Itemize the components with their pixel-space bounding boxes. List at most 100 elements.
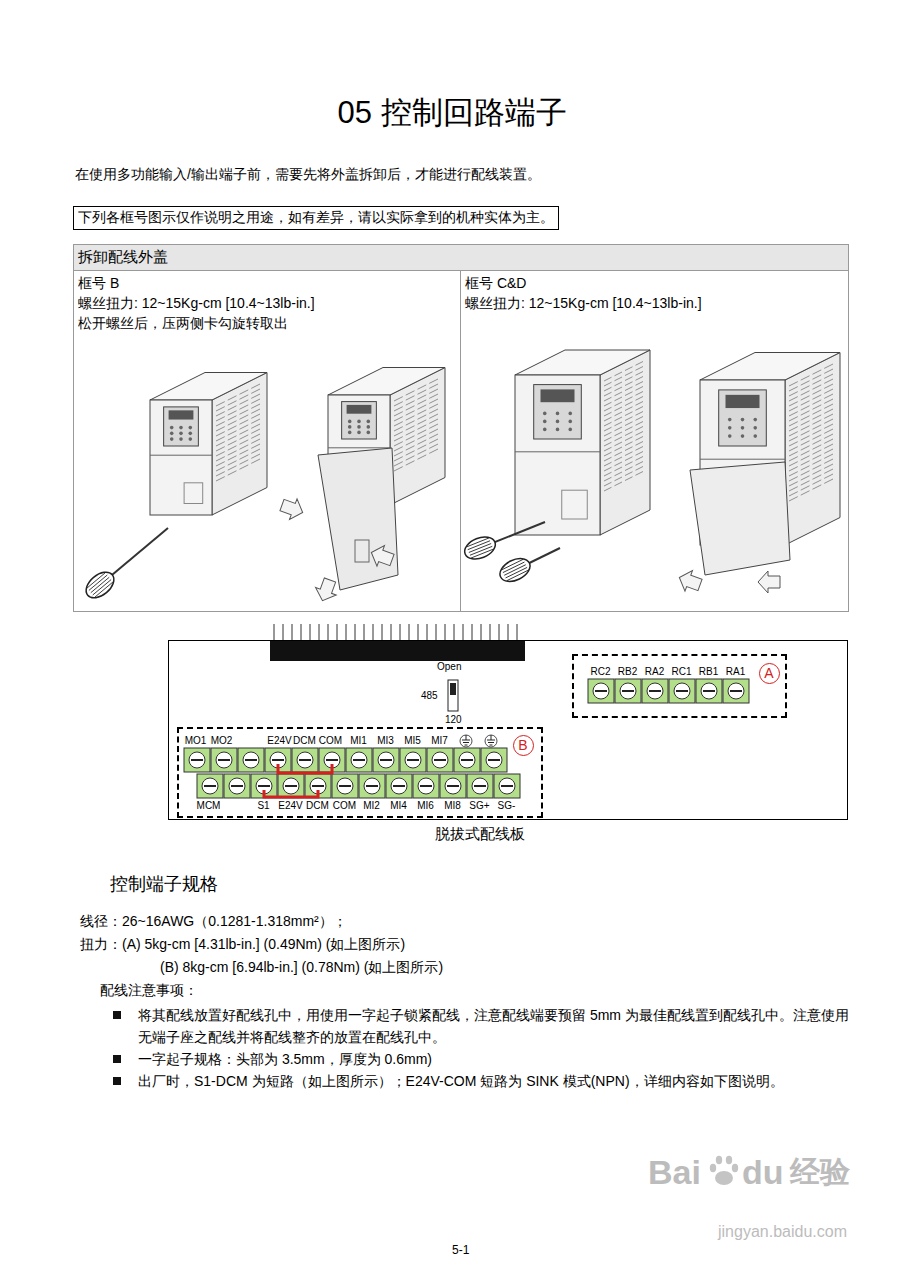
drive-illustration-part (824, 414, 833, 418)
drive-illustration-part (604, 397, 612, 401)
drive-illustration-part (348, 431, 352, 435)
drive-illustration-part (636, 417, 644, 421)
drive-illustration-part (418, 390, 427, 394)
terminal-screw-part (258, 785, 270, 787)
drive-illustration-part (615, 452, 623, 456)
drive-illustration-part (636, 362, 644, 366)
watermark-paw-part (715, 1171, 733, 1185)
drive-illustration-part (636, 407, 644, 411)
drive-illustration-part (228, 446, 237, 450)
terminal-screw-part (432, 752, 448, 768)
terminal-screw-part (189, 752, 205, 768)
drive-illustration-part (615, 462, 623, 466)
terminal-name: RB1 (699, 666, 718, 677)
cell-text: 拆卸配线外盖 (78, 248, 844, 267)
drive-illustration-part (813, 370, 822, 374)
ground-symbol-part (463, 742, 469, 743)
terminal-screw-part (447, 785, 459, 787)
terminal-screw-part (413, 774, 439, 798)
drive-illustration-part (216, 432, 225, 436)
drive-illustration-part (813, 440, 822, 444)
drive-illustration-part (801, 421, 810, 425)
terminal-screw (184, 748, 210, 772)
drive-illustration-part (604, 437, 612, 441)
drive-illustration-part (251, 389, 260, 393)
drive-illustration-part (328, 368, 445, 396)
drive-illustration-part (813, 395, 822, 399)
drive-illustration-part (813, 390, 822, 394)
drive-illustration-part (251, 399, 260, 403)
terminal-screw-part (373, 748, 399, 772)
drive-illustration-part (216, 452, 225, 456)
drive-illustration-part (394, 457, 403, 461)
cell-text: 框号 C&D (465, 273, 844, 293)
drive-illustration-part (625, 447, 633, 451)
ground-symbol-part (466, 735, 467, 740)
terminal-screw-part (243, 752, 259, 768)
drive-illustration-part (216, 442, 225, 446)
terminal-screw-part (669, 679, 695, 703)
drive-illustration-part (418, 410, 427, 414)
drive-illustration-part (604, 447, 612, 451)
drive-illustration-part (170, 432, 174, 436)
drive-illustration-part (429, 404, 438, 408)
terminal-screw-part (326, 759, 338, 761)
drive-illustration-part (824, 479, 833, 483)
board-connector-part (270, 641, 525, 661)
drive-illustration-part (216, 417, 225, 421)
terminal-screw-part (386, 774, 412, 798)
drive-illustration-part (184, 483, 203, 504)
drive-illustration-part (625, 422, 633, 426)
drive-illustration-part (418, 420, 427, 424)
drive-illustration-part (728, 434, 732, 438)
drive-illustration-part (615, 382, 623, 386)
drive-illustration-part (429, 414, 438, 418)
wiring-board: ARC2RB2RA2RC1RB1RA1BMO1MO2E24VDCMCOMMI1M… (168, 640, 848, 820)
cell-text: 框号 B (78, 273, 456, 293)
drive-illustration-part (625, 452, 633, 456)
drive-illustration-part (801, 471, 810, 475)
drive-illustration-part (625, 427, 633, 431)
drive-illustration-part (228, 456, 237, 460)
drive-illustration-part (394, 442, 403, 446)
board-caption: 脱拔式配线板 (435, 826, 525, 843)
watermark: Bai (648, 1152, 701, 1193)
drive-illustration-part (789, 467, 798, 471)
terminal-screw-part (701, 683, 717, 699)
drive-illustration-part (394, 402, 403, 406)
drive-illustration-part (179, 437, 183, 441)
drive-illustration-part (789, 427, 798, 431)
terminal-screw (224, 774, 250, 798)
drive-illustration-part (251, 414, 260, 418)
page-title: 05 控制回路端子 (337, 92, 566, 134)
drive-illustration-part (251, 424, 260, 428)
drive-illustration-part (700, 353, 840, 381)
drive-illustration-part (179, 426, 183, 430)
drive-illustration-part (604, 482, 612, 486)
drive-illustration-part (251, 429, 260, 433)
ground-symbol-part (485, 735, 497, 747)
drive-illustration-part (228, 466, 237, 470)
drive-illustration-part (789, 397, 798, 401)
drive-illustration-part (604, 377, 612, 381)
ground-symbol (485, 735, 497, 747)
drive-illustration-part (394, 422, 403, 426)
screwdriver-part (507, 570, 529, 581)
cell-text: 螺丝扭力: 12~15Kg-cm [10.4~13lb-in.] (78, 293, 456, 313)
drive-illustration-part (801, 396, 810, 400)
terminal-screw-part (407, 759, 419, 761)
motion-arrow (278, 495, 306, 523)
drive-illustration-part (789, 417, 798, 421)
drive-illustration-part (625, 402, 633, 406)
drive-illustration-part (813, 475, 822, 479)
drive-illustration-part (615, 442, 623, 446)
drive-illustration-part (636, 442, 644, 446)
drive-illustration-part (251, 419, 260, 423)
drive-illustration-part (615, 472, 623, 476)
drive-illustration-part (240, 390, 249, 394)
drive-illustration-part (615, 422, 623, 426)
terminal-screw-part (197, 774, 223, 798)
drive-illustration-part (394, 447, 403, 451)
drive-illustration-part (604, 382, 612, 386)
drive-illustration-part (615, 427, 623, 431)
